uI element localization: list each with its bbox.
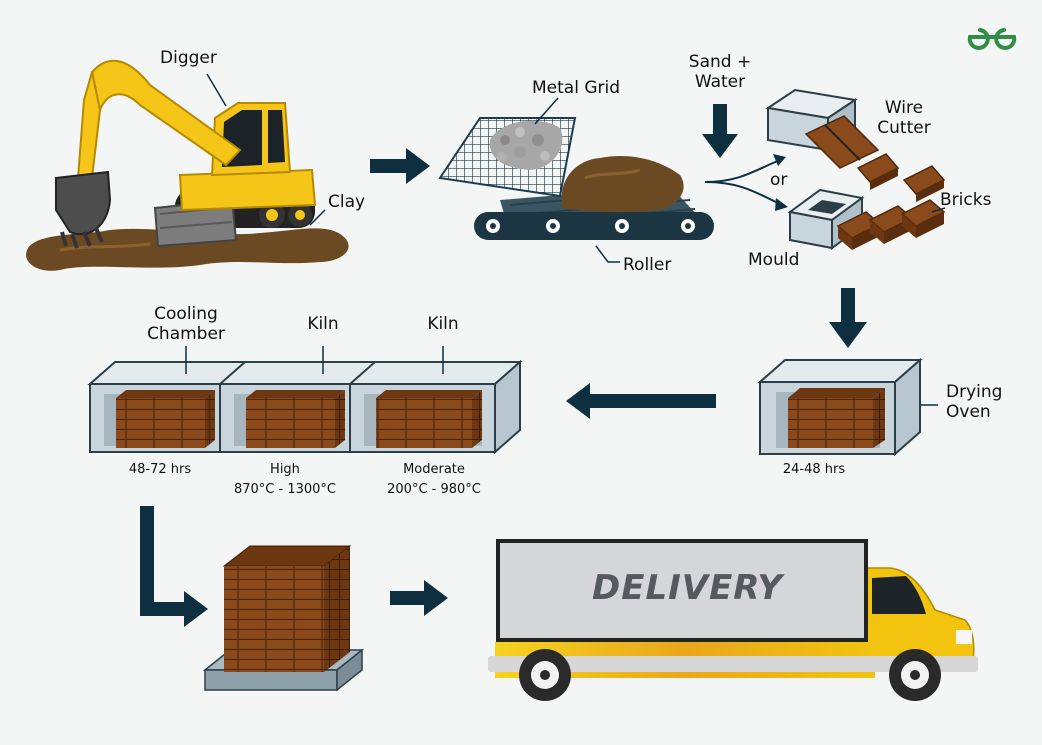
kiln-high-label: Kiln [307,314,339,334]
or-label: or [770,170,788,190]
bricks-icon [836,199,946,250]
chamber-leader-lines [185,346,444,374]
arrow-down-right-icon [140,506,208,627]
clay-label: Clay [328,192,366,212]
arrow-left-icon [566,383,716,419]
processed-clay [561,155,684,213]
digger-leader-line [206,73,227,107]
roller-label: Roller [623,255,672,275]
kiln-moderate-label: Kiln [427,314,459,334]
drying-duration: 24-48 hrs [782,462,846,477]
bricks-label: Bricks [940,190,992,210]
bricks-leader-line [931,207,946,213]
drying-oven-label: Drying Oven [946,382,1003,422]
excavator-icon [55,59,317,249]
kiln-moderate-temp: 200°C - 980°C [387,482,481,497]
wire-cutter-label: Wire Cutter [877,98,931,138]
brick-pallet-icon [202,545,365,692]
arrowhead [775,198,788,211]
geeksforgeeks-logo-icon [967,28,1017,50]
delivery-truck-icon [488,539,978,701]
roller-leader-line [595,245,620,263]
arrow-down-icon [702,104,738,158]
mould-label: Mould [748,250,800,270]
clay-leader-line [309,209,326,226]
metal-grid-label: Metal Grid [532,78,621,98]
arrow-down-icon [829,288,867,348]
kiln-high-temp: 870°C - 1300°C [233,482,336,497]
arrowhead [773,154,786,166]
kiln-chambers [87,359,523,455]
clay-ground [26,228,349,271]
sand-water-label: Sand + Water [688,52,752,92]
metal-grid-leader-line [534,97,559,125]
kiln-high-level: High [270,462,300,477]
metal-grid-icon [438,117,577,198]
cooling-duration: 48-72 hrs [128,462,192,477]
kiln-moderate-level: Moderate [403,462,465,477]
drying-oven-chamber [757,357,923,457]
cooling-chamber-label: Cooling Chamber [147,304,225,344]
split-arrow-icon [704,159,781,205]
delivery-label: DELIVERY [592,568,783,608]
wire-cutter-icon [765,88,946,202]
arrow-right-icon [370,148,430,184]
digger-label: Digger [160,48,217,68]
arrow-right-icon [390,580,448,616]
